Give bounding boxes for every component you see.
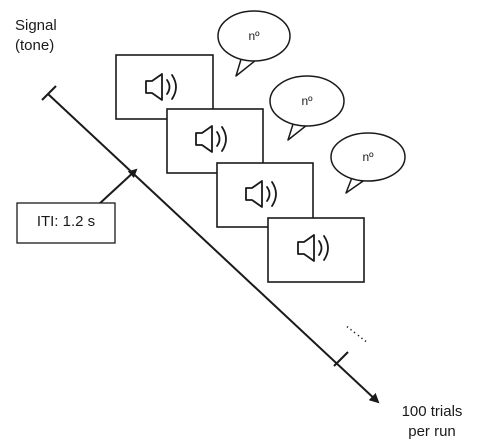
iti-pointer-arrow [97, 168, 138, 206]
response-label: nº [301, 94, 313, 108]
trial-frame [115, 54, 214, 120]
response-label: nº [362, 150, 374, 164]
speaker-icon [297, 234, 329, 262]
signal-label: Signal (tone) [15, 16, 57, 56]
end-label: 100 trials per run [392, 402, 472, 442]
speech-bubble: nº [330, 132, 406, 194]
speaker-icon [245, 180, 277, 208]
trial-frame [216, 162, 314, 228]
timeline-start-tick [41, 85, 57, 101]
signal-label-line2: (tone) [15, 37, 55, 54]
trial-frame [267, 217, 365, 283]
speech-bubble: nº [269, 75, 345, 141]
timeline-end-tick [333, 351, 349, 367]
iti-label-box [16, 202, 116, 244]
speaker-icon [195, 125, 227, 153]
end-label-line1: 100 trials [401, 403, 463, 420]
timeline-arrow [47, 93, 380, 404]
speech-bubble: nº [217, 10, 291, 77]
signal-label-line1: Signal [15, 17, 57, 34]
response-label: nº [248, 29, 260, 43]
speaker-icon [145, 73, 177, 101]
end-label-line2: per run [408, 423, 456, 440]
iti-label: ITI: 1.2 s [36, 213, 96, 230]
continuation-dots: …… [343, 316, 375, 346]
